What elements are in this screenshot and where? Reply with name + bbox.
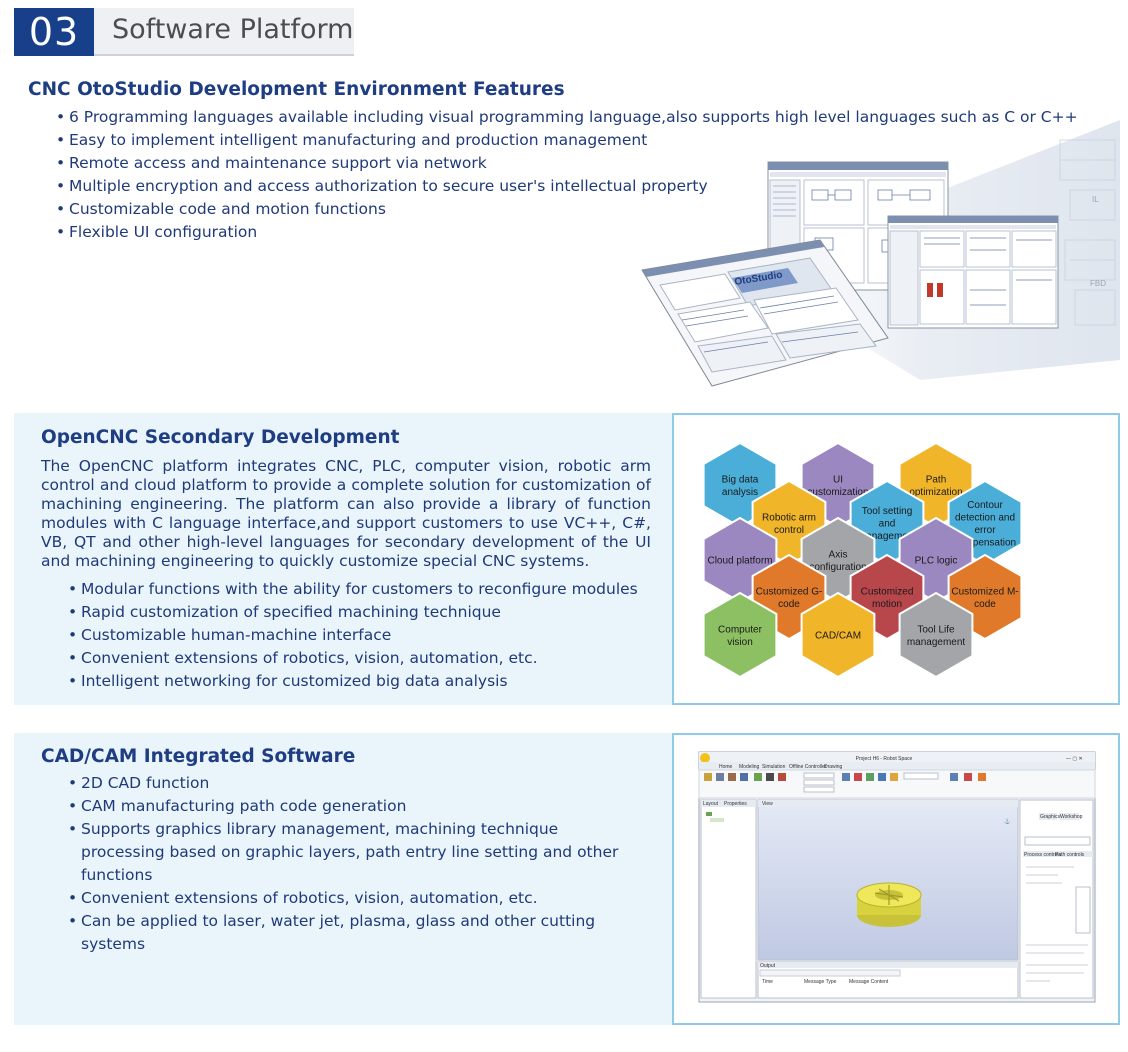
hexagon-item: Tool Life management bbox=[898, 591, 974, 679]
ribbon-tab-drawing[interactable]: Drawing bbox=[824, 764, 843, 770]
list-item: Supports graphics library management, ma… bbox=[68, 818, 641, 887]
hexagon-label: compensation bbox=[954, 537, 1016, 548]
right-subtab-process[interactable]: Process controls bbox=[1024, 852, 1061, 858]
otostudio-features-title: CNC OtoStudio Development Environment Fe… bbox=[28, 79, 565, 100]
hexagon-label: detection and bbox=[955, 512, 1015, 523]
output-panel-label: Output bbox=[760, 963, 776, 969]
list-item: Convenient extensions of robotics, visio… bbox=[68, 647, 638, 670]
hexagon-label: Robotic arm bbox=[762, 512, 816, 523]
opencnc-feature-list: Modular functions with the ability for c… bbox=[68, 578, 638, 693]
message-col-time: Time bbox=[762, 979, 773, 985]
hexagon-shape bbox=[702, 591, 778, 679]
left-tab-properties[interactable]: Properties bbox=[724, 801, 747, 807]
hexagon-label: PLC logic bbox=[915, 556, 958, 567]
hexagon-label: Big data bbox=[722, 474, 759, 485]
right-subtab-path[interactable]: Path controls bbox=[1055, 852, 1085, 858]
list-item: Easy to implement intelligent manufactur… bbox=[56, 129, 1078, 152]
hexagon-label: control bbox=[774, 525, 804, 536]
list-item: 6 Programming languages available includ… bbox=[56, 106, 1078, 129]
list-item: Multiple encryption and access authoriza… bbox=[56, 175, 1078, 198]
section-title-box bbox=[94, 8, 354, 56]
hexagon-label: Customized M- bbox=[951, 586, 1018, 597]
hexagon-label: Cloud platform bbox=[707, 556, 772, 567]
hexagon-label: Contour bbox=[967, 500, 1003, 511]
list-item: Flexible UI configuration bbox=[56, 221, 1078, 244]
list-item: Rapid customization of specified machini… bbox=[68, 601, 638, 624]
viewport-tab[interactable]: View bbox=[762, 801, 773, 807]
hexagon-item: CAD/CAM bbox=[800, 591, 876, 679]
list-item: Can be applied to laser, water jet, plas… bbox=[68, 910, 641, 956]
fbd-tag: FBD bbox=[1090, 279, 1106, 288]
opencnc-description: The OpenCNC platform integrates CNC, PLC… bbox=[41, 457, 651, 570]
list-item: CAM manufacturing path code generation bbox=[68, 795, 641, 818]
message-col-content: Message Content bbox=[849, 979, 889, 985]
message-col-type: Message Type bbox=[804, 979, 837, 985]
list-item: Customizable code and motion functions bbox=[56, 198, 1078, 221]
section-number: 03 bbox=[14, 8, 94, 56]
list-item: Remote access and maintenance support vi… bbox=[56, 152, 1078, 175]
list-item: Convenient extensions of robotics, visio… bbox=[68, 887, 641, 910]
hexagon-label: management bbox=[907, 637, 966, 648]
axis-gizmo-icon: ⚓ bbox=[1004, 818, 1010, 825]
hexagon-label: Customized bbox=[861, 586, 914, 597]
hexagon-label: configuration bbox=[809, 562, 866, 573]
hexagon-label: Customized G- bbox=[756, 586, 823, 597]
hexagon-label: Axis bbox=[829, 549, 848, 560]
hexagon-label: Tool Life bbox=[917, 624, 955, 635]
hexagon-label: Tool setting bbox=[862, 506, 913, 517]
window-title: Project H6 - Robot Space bbox=[856, 756, 913, 762]
hexagon-shape bbox=[898, 591, 974, 679]
ide-window-right bbox=[887, 215, 1059, 329]
ribbon-tab-home[interactable]: Home bbox=[719, 764, 733, 770]
right-tab-workshop[interactable]: Workshop bbox=[1060, 814, 1083, 820]
hexagon-label: motion bbox=[872, 599, 902, 610]
section-title: Software Platform bbox=[112, 14, 354, 45]
hexagon-label: analysis bbox=[722, 487, 758, 498]
list-item: Intelligent networking for customized bi… bbox=[68, 670, 638, 693]
ribbon-toolbar-icons[interactable] bbox=[704, 772, 986, 793]
hexagon-label: Computer bbox=[718, 624, 763, 635]
cadcam-screenshot-panel: Project H6 - Robot Space — ▢ ✕ Home Mode… bbox=[672, 733, 1120, 1025]
left-tab-layout[interactable]: Layout bbox=[703, 801, 719, 807]
list-item: 2D CAD function bbox=[68, 772, 641, 795]
cadcam-title: CAD/CAM Integrated Software bbox=[41, 746, 356, 767]
list-item: Modular functions with the ability for c… bbox=[68, 578, 638, 601]
hexagon-item: Computer vision bbox=[702, 591, 778, 679]
hexagon-label: error bbox=[974, 525, 996, 536]
list-item: Customizable human-machine interface bbox=[68, 624, 638, 647]
hexagon-diagram: Big data analysis UI customization Path optim… bbox=[702, 441, 1023, 679]
ribbon-tab-offline-controller[interactable]: Offline Controller bbox=[789, 764, 827, 770]
hexagon-label: optimization bbox=[909, 487, 962, 498]
opencnc-hexagon-panel: Big data analysis UI customization Path optim… bbox=[672, 413, 1120, 705]
ide-window-front: OtoStudio bbox=[641, 239, 889, 387]
hexagon-label: management bbox=[858, 531, 917, 542]
hexagon-label: code bbox=[974, 599, 996, 610]
hexagon-label: code bbox=[778, 599, 800, 610]
otostudio-feature-list: 6 Programming languages available includ… bbox=[56, 106, 1078, 244]
hexagon-label: CAD/CAM bbox=[815, 631, 861, 642]
cadcam-app-screenshot: Project H6 - Robot Space — ▢ ✕ Home Mode… bbox=[698, 751, 1096, 1003]
hexagon-label: Path bbox=[926, 474, 947, 485]
hexagon-label: and bbox=[879, 519, 896, 530]
otostudio-screenshots-illustration: IL FBD bbox=[641, 120, 1120, 387]
hexagon-label: customization bbox=[807, 487, 868, 498]
hexagon-label: vision bbox=[727, 637, 753, 648]
hexagon-label: UI bbox=[833, 474, 843, 485]
app-logo-icon bbox=[700, 753, 710, 763]
cadcam-feature-list: 2D CAD function CAM manufacturing path c… bbox=[68, 772, 641, 956]
il-tag: IL bbox=[1092, 195, 1099, 204]
right-tab-graphics[interactable]: Graphics bbox=[1040, 814, 1061, 820]
hexagon-shape bbox=[800, 591, 876, 679]
opencnc-title: OpenCNC Secondary Development bbox=[41, 427, 400, 448]
window-controls-icon: — ▢ ✕ bbox=[1066, 756, 1083, 762]
ribbon-tab-modeling[interactable]: Modeling bbox=[739, 764, 760, 770]
wheel-model-icon bbox=[856, 882, 922, 927]
ribbon-tab-simulation[interactable]: Simulation bbox=[762, 764, 786, 770]
